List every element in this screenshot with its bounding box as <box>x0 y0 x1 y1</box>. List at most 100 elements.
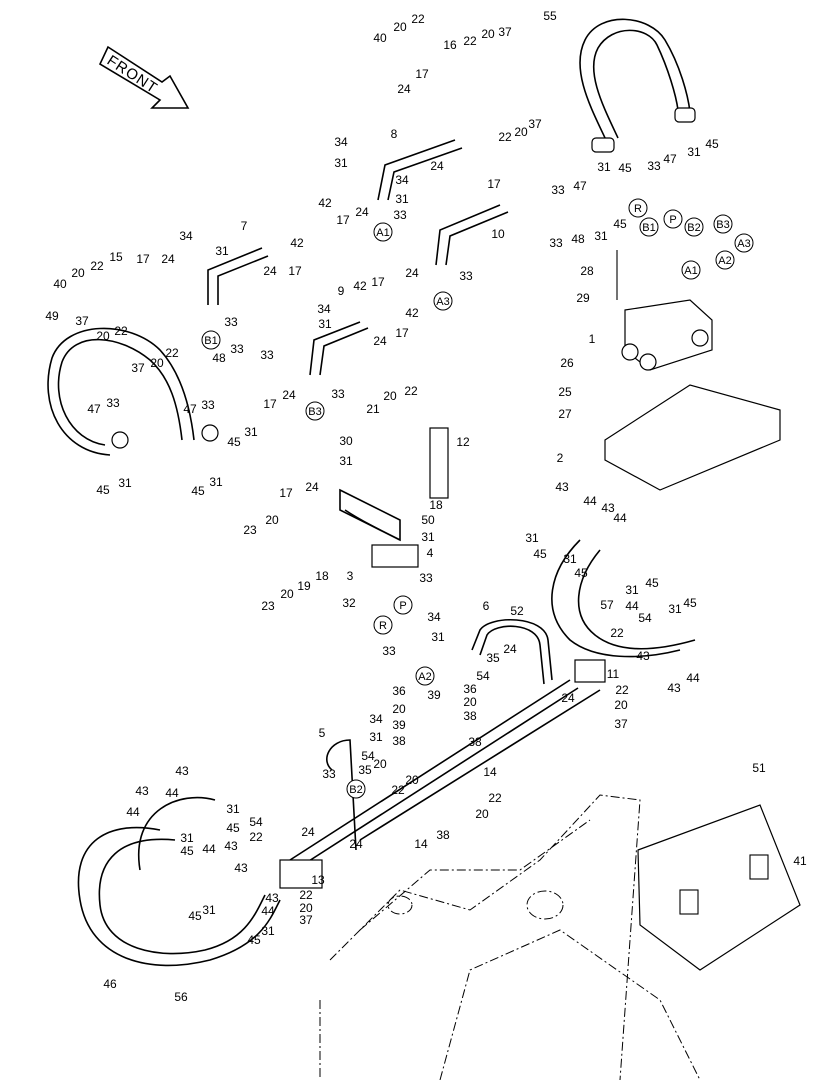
part-number-label: 11 <box>607 667 620 681</box>
part-number-label: 37 <box>614 717 628 731</box>
part-number-label: 24 <box>305 480 319 494</box>
part-number-label: 33 <box>459 269 473 283</box>
port-marker-label: B3 <box>308 406 321 418</box>
part-number-label: 42 <box>318 196 332 210</box>
part-number-label: 33 <box>331 387 345 401</box>
part-number-label: 42 <box>353 279 367 293</box>
part-number-label: 34 <box>179 229 193 243</box>
port-marker-circle <box>393 595 413 615</box>
part-number-label: 45 <box>683 596 697 610</box>
part-number-label: 24 <box>282 388 296 402</box>
part-number-label: 43 <box>135 784 149 798</box>
part-number-label: 33 <box>382 644 396 658</box>
part-number-label: 31 <box>594 229 608 243</box>
part-number-label: 33 <box>393 208 407 222</box>
part-number-label: 47 <box>183 402 197 416</box>
port-marker: R <box>373 615 393 635</box>
part-number-label: 45 <box>191 484 205 498</box>
part-number-label: 43 <box>175 764 189 778</box>
part-number-label: 31 <box>209 475 223 489</box>
part-number-label: 20 <box>514 125 528 139</box>
part-number-label: 40 <box>53 277 67 291</box>
part-number-label: 14 <box>414 837 428 851</box>
part-number-label: 21 <box>366 402 380 416</box>
part-number-label: 44 <box>686 671 700 685</box>
mounting-plate <box>604 384 781 491</box>
part-number-label: 43 <box>636 649 650 663</box>
part-number-label: 22 <box>114 324 128 338</box>
port-marker-circle <box>346 779 366 799</box>
part-number-label: 51 <box>752 761 766 775</box>
part-number-label: 45 <box>188 909 202 923</box>
hose-46-56 <box>77 796 281 967</box>
part-number-label: 34 <box>395 173 409 187</box>
part-number-label: 25 <box>558 385 572 399</box>
part-number-label: 24 <box>161 252 175 266</box>
part-number-label: 28 <box>580 264 594 278</box>
part-number-label: 24 <box>503 642 517 656</box>
part-number-label: 20 <box>392 702 406 716</box>
part-number-label: 54 <box>476 669 490 683</box>
part-number-label: 20 <box>614 698 628 712</box>
part-number-label: 26 <box>560 356 574 370</box>
part-number-label: 20 <box>96 329 110 343</box>
port-marker-label: P <box>669 214 676 226</box>
part-number-label: 14 <box>483 765 497 779</box>
cover-plate-41 <box>637 804 801 971</box>
part-number-label: 29 <box>576 291 590 305</box>
part-number-label: 37 <box>299 913 313 927</box>
part-number-label: 31 <box>421 530 435 544</box>
part-number-label: 35 <box>358 763 372 777</box>
part-number-label: 36 <box>463 682 477 696</box>
part-number-label: 50 <box>421 513 435 527</box>
part-number-label: 41 <box>793 854 807 868</box>
port-marker-circle <box>373 615 393 635</box>
part-number-label: 38 <box>436 828 450 842</box>
part-number-label: 24 <box>301 825 315 839</box>
port-marker-label: A2 <box>418 671 431 683</box>
part-number-label: 22 <box>615 683 629 697</box>
part-number-label: 33 <box>224 315 238 329</box>
part-number-label: 43 <box>234 861 248 875</box>
part-number-label: 48 <box>571 232 585 246</box>
part-number-label: 20 <box>463 695 477 709</box>
part-number-label: 24 <box>397 82 411 96</box>
part-number-label: 44 <box>202 842 216 856</box>
port-marker: B1 <box>201 330 221 350</box>
port-marker: B2 <box>346 779 366 799</box>
port-marker-label: A2 <box>718 255 731 267</box>
part-number-label: 45 <box>613 217 627 231</box>
part-number-label: 54 <box>249 815 263 829</box>
part-number-label: 22 <box>404 384 418 398</box>
port-marker: A2 <box>415 666 435 686</box>
part-number-label: 17 <box>136 252 150 266</box>
port-marker-circle <box>201 330 221 350</box>
port-marker-label: A3 <box>436 296 449 308</box>
part-number-label: 24 <box>263 264 277 278</box>
part-number-label: 54 <box>638 611 652 625</box>
part-number-label: 22 <box>498 130 512 144</box>
part-number-label: 22 <box>249 830 263 844</box>
part-number-label: 44 <box>613 511 627 525</box>
part-number-label: 17 <box>279 486 293 500</box>
part-number-label: 45 <box>226 821 240 835</box>
part-number-label: 44 <box>165 786 179 800</box>
part-number-label: 40 <box>373 31 387 45</box>
port-marker: B3 <box>713 214 733 234</box>
part-number-label: 10 <box>491 227 505 241</box>
part-number-label: 54 <box>361 749 375 763</box>
port-marker: A3 <box>433 291 453 311</box>
part-number-label: 13 <box>311 873 325 887</box>
part-number-label: 34 <box>334 135 348 149</box>
part-number-label: 43 <box>265 891 279 905</box>
part-number-label: 22 <box>165 346 179 360</box>
part-number-label: 37 <box>75 314 89 328</box>
part-number-label: 31 <box>668 602 682 616</box>
loader-frame <box>319 794 701 1080</box>
part-number-label: 20 <box>299 901 313 915</box>
part-number-label: 33 <box>201 398 215 412</box>
part-number-label: 17 <box>415 67 429 81</box>
part-number-label: 22 <box>488 791 502 805</box>
part-number-label: 44 <box>625 599 639 613</box>
